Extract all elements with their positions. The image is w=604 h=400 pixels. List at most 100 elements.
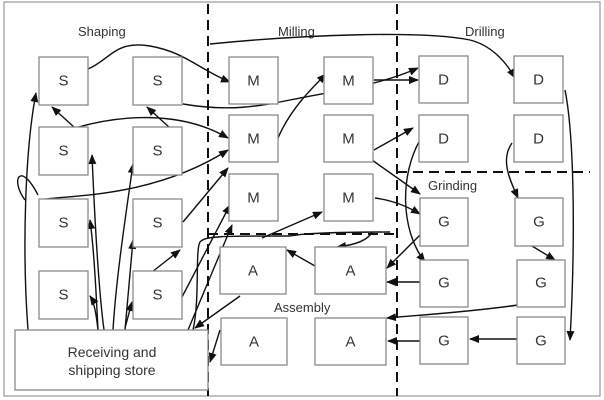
- shaping-machines: S S S S S S S S: [38, 56, 183, 320]
- store-box: [14, 329, 209, 391]
- machine-label: G: [533, 214, 545, 231]
- machine-label: G: [438, 275, 450, 292]
- machine-box-drilling: [418, 114, 469, 163]
- flow-arrow: [88, 154, 105, 331]
- machine-box-milling: [323, 56, 374, 105]
- machine-box-shaping: [132, 270, 183, 320]
- machine-box-shaping: [38, 126, 89, 176]
- flow-arrow: [208, 329, 221, 363]
- machine-box-shaping: [38, 56, 89, 106]
- machine-box-milling: [323, 173, 374, 222]
- machine-box-grinding: [419, 259, 469, 308]
- flow-arrow: [286, 249, 316, 267]
- flow-arrow: [564, 89, 575, 341]
- machine-label: M: [247, 131, 260, 148]
- flow-arrow: [112, 163, 136, 331]
- machine-box-shaping: [38, 270, 89, 320]
- flow-arrow: [192, 231, 391, 331]
- machine-label: S: [152, 287, 162, 304]
- flow-arrow: [261, 211, 323, 239]
- machine-box-grinding: [419, 316, 469, 365]
- machine-box-assembly: [220, 317, 288, 366]
- machine-label: D: [438, 131, 449, 148]
- flow-arrow: [404, 139, 426, 263]
- store-label-line2: shipping store: [68, 362, 155, 378]
- machine-label: S: [152, 215, 162, 232]
- machine-box-assembly: [219, 246, 287, 295]
- machine-label: M: [247, 73, 260, 90]
- flow-arrow: [124, 301, 134, 329]
- machine-label: S: [58, 215, 68, 232]
- machine-box-drilling: [418, 55, 469, 104]
- machine-box-assembly: [314, 317, 387, 366]
- machine-box-shaping: [132, 198, 183, 248]
- label-shaping: Shaping: [78, 24, 126, 39]
- machine-label: A: [345, 263, 355, 280]
- machine-box-grinding: [516, 259, 566, 308]
- machine-label: G: [535, 333, 547, 350]
- flow-arrow: [386, 234, 421, 269]
- machine-box-milling: [323, 114, 374, 163]
- machine-label: A: [249, 334, 259, 351]
- flow-arrow: [87, 219, 99, 331]
- flow-arrow: [89, 295, 99, 331]
- machine-box-grinding: [516, 316, 566, 365]
- machine-label: D: [438, 72, 449, 89]
- drilling-machines: D D D D: [418, 55, 564, 163]
- machine-label: G: [535, 275, 547, 292]
- flow-arrow: [151, 249, 181, 273]
- flow-arrow: [51, 106, 76, 129]
- flow-arrow: [181, 204, 231, 298]
- grinding-machines: G G G G G G: [419, 197, 566, 365]
- machine-label: S: [152, 73, 162, 90]
- machine-label: S: [58, 287, 68, 304]
- machine-box-shaping: [132, 56, 183, 106]
- flow-arrow: [194, 295, 241, 329]
- flow-arrow: [374, 197, 421, 215]
- machine-box-shaping: [132, 126, 183, 176]
- machine-label: S: [58, 73, 68, 90]
- machine-label: G: [438, 333, 450, 350]
- receiving-shipping-store: Receiving and shipping store: [14, 329, 209, 391]
- machine-label: G: [438, 214, 450, 231]
- machine-label: A: [248, 263, 258, 280]
- flow-arrow: [87, 44, 231, 83]
- machine-label: M: [342, 190, 355, 207]
- flow-arrow: [373, 127, 414, 151]
- machine-box-drilling: [513, 55, 564, 104]
- flow-arrow: [277, 73, 327, 139]
- machine-box-assembly: [314, 246, 387, 295]
- flow-arrow: [505, 142, 519, 199]
- machine-label: S: [58, 143, 68, 160]
- outer-frame: [3, 1, 601, 397]
- machine-label: M: [247, 190, 260, 207]
- flow-arrow: [74, 116, 229, 139]
- machine-label: M: [342, 131, 355, 148]
- machine-label: D: [533, 131, 544, 148]
- flow-arrow: [24, 92, 39, 331]
- label-drilling: Drilling: [465, 24, 505, 39]
- flow-arrow: [182, 167, 229, 223]
- label-grinding: Grinding: [428, 178, 477, 193]
- flow-arrow: [386, 304, 519, 322]
- store-label-line1: Receiving and: [68, 344, 157, 360]
- label-assembly: Assembly: [274, 300, 331, 315]
- flow-arrow: [209, 33, 516, 79]
- machine-box-grinding: [514, 197, 564, 247]
- flow-arrow: [531, 245, 556, 261]
- machine-label: A: [345, 334, 355, 351]
- flow-arrow: [371, 159, 421, 195]
- machine-label: S: [152, 143, 162, 160]
- machine-box-milling: [228, 114, 279, 163]
- label-milling: Milling: [278, 24, 315, 39]
- machine-box-milling: [228, 56, 279, 105]
- machine-box-shaping: [38, 198, 89, 248]
- machine-label: M: [342, 73, 355, 90]
- flow-arrow: [124, 239, 137, 331]
- assembly-machines: A A A A: [219, 246, 387, 366]
- machine-box-milling: [228, 173, 279, 222]
- machine-box-grinding: [419, 197, 469, 247]
- machine-label: D: [533, 72, 544, 89]
